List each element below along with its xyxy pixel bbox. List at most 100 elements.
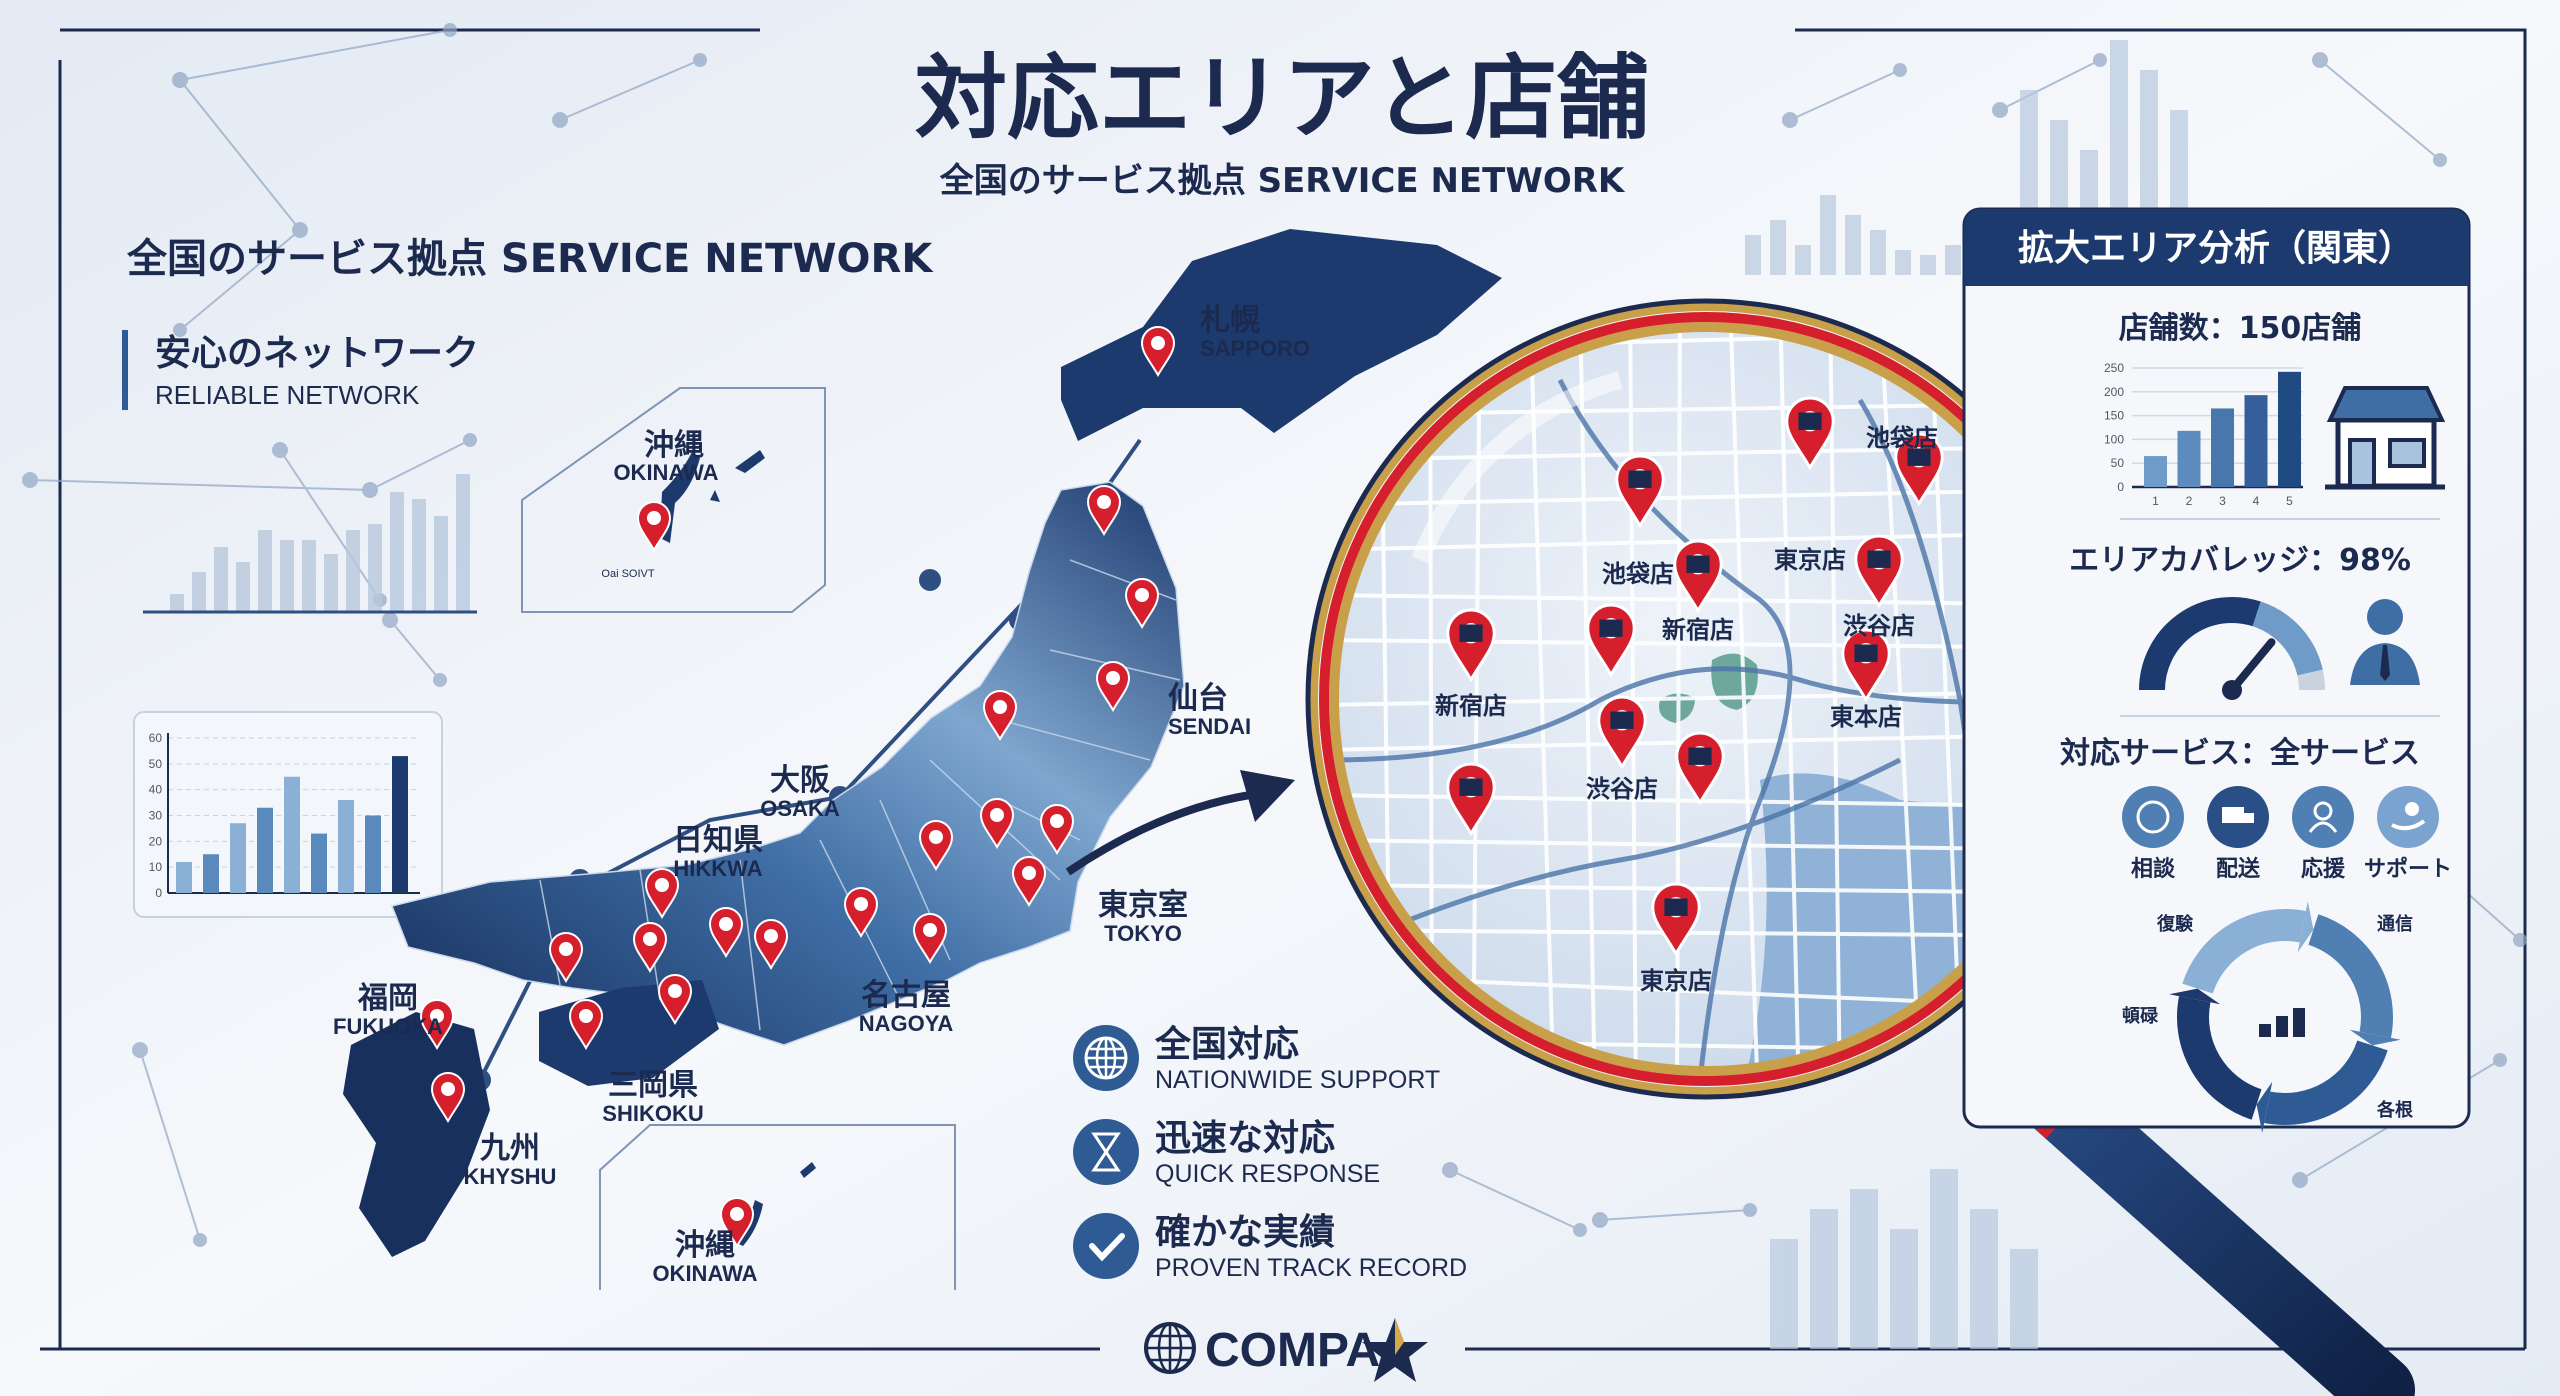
feature-title-jp: 確かな実績 [1155, 1212, 1335, 1253]
truck-icon [2207, 786, 2269, 848]
x-tick-label: 3 [2219, 494, 2226, 508]
city-label-jp: 札幌 [1200, 303, 1260, 338]
bar [2211, 408, 2234, 487]
x-tick-label: 5 [2286, 494, 2293, 508]
bar [338, 800, 354, 893]
map-pin-icon [548, 932, 584, 984]
store-label: 渋谷店 [1843, 612, 1915, 640]
okinawa-inset: 沖縄 OKINAWA Oai SOIVT [521, 387, 826, 613]
map-pin-icon [568, 999, 604, 1051]
y-tick-label: 150 [2104, 409, 2124, 423]
bar [311, 833, 327, 893]
x-tick-label: 2 [2186, 494, 2193, 508]
city-label-jp: 東京室 [1098, 888, 1188, 923]
bar [2278, 371, 2301, 487]
y-tick-label: 200 [2104, 385, 2124, 399]
map-pin-icon [632, 922, 668, 974]
map-pin-icon [843, 887, 879, 939]
city-label-en: NAGOYA [859, 1011, 954, 1036]
service-person: 応援 [2292, 786, 2354, 882]
city-label-jp: 名古屋 [861, 978, 951, 1013]
city-label-en: OKINAWA [652, 1261, 757, 1286]
city-label-en: SHIKOKU [602, 1101, 703, 1126]
section-accent-bar [122, 330, 128, 410]
map-pin-icon [644, 868, 680, 920]
map-pin-icon [657, 974, 693, 1026]
bar [257, 807, 273, 893]
map-pin-icon [979, 798, 1015, 850]
zoom-arrow [1065, 770, 1295, 876]
city-label-jp: 九州 [480, 1131, 540, 1166]
japan-map [343, 229, 1502, 1257]
bar [203, 854, 219, 893]
service-label: 配送 [2216, 856, 2260, 882]
section-title-en: RELIABLE NETWORK [155, 380, 420, 410]
y-tick-label: 30 [149, 809, 163, 823]
store-pin-icon [1615, 454, 1665, 529]
map-pin-icon [708, 907, 744, 959]
page-subtitle: 全国のサービス拠点 SERVICE NETWORK [939, 161, 1626, 201]
feature-title-en: NATIONWIDE SUPPORT [1155, 1066, 1440, 1094]
service-truck: 配送 [2207, 786, 2269, 882]
x-tick-label: 4 [2253, 494, 2260, 508]
city-label-en: TOKYO [1104, 921, 1182, 946]
inset-frame [521, 387, 826, 613]
city-label-en: HIKKWA [673, 856, 762, 881]
store-pin-icon [1651, 882, 1701, 957]
cycle-arrow [2307, 914, 2393, 1038]
bar [284, 776, 300, 893]
cycle-arrow [2182, 909, 2306, 995]
feature-title-jp: 全国対応 [1154, 1023, 1299, 1065]
okinawa-islands-bottom [730, 1162, 816, 1246]
store-label: 池袋店 [1866, 424, 1938, 452]
map-pin-icon [636, 501, 672, 553]
inset-small-label: Oai SOIVT [601, 568, 654, 580]
y-tick-label: 0 [155, 886, 162, 900]
store-pin-icon [1586, 603, 1636, 678]
frame-lines [40, 28, 2527, 1351]
hourglass-icon [1073, 1119, 1139, 1185]
store-count: 店舗数：150店舗 [2119, 311, 2362, 346]
section-title-jp: 安心のネットワーク [155, 333, 479, 374]
bar [176, 862, 192, 893]
city-label-en: SENDAI [1168, 714, 1251, 739]
honshu [390, 481, 1185, 1046]
coverage-label: エリアカバレッジ：98% [2069, 543, 2411, 578]
store-pin-icon [1446, 608, 1496, 683]
y-tick-label: 100 [2104, 432, 2124, 446]
store-icon [2325, 386, 2446, 490]
service-label: サポート [2364, 856, 2452, 882]
bar [2144, 456, 2167, 487]
city-label-en: FUKUOKA [333, 1014, 443, 1039]
y-tick-label: 50 [149, 757, 163, 771]
compa-logo: COMPA [1144, 1318, 1428, 1382]
city-label-jp: 日知県 [673, 823, 763, 858]
service-hand-coin: サポート [2364, 786, 2452, 882]
cycle-label: 頓碌 [2122, 1005, 2159, 1027]
store-label: 渋谷店 [1586, 775, 1658, 803]
cycle-label: 復験 [2156, 913, 2194, 935]
inset-label-en: OKINAWA [613, 460, 718, 485]
city-label-jp: 大阪 [770, 763, 830, 798]
service-label: 応援 [2301, 856, 2346, 882]
y-tick-label: 250 [2104, 361, 2124, 375]
city-label-en: KHYSHU [464, 1164, 557, 1189]
cycle-arrow [2264, 1039, 2388, 1125]
lens-glare [1411, 371, 1623, 564]
map-pin-icon [753, 919, 789, 971]
cycle-label: 通信 [2377, 913, 2413, 935]
store-pin-icon [1841, 628, 1891, 703]
feature-title-jp: 迅速な対応 [1155, 1118, 1335, 1159]
city-label-jp: 沖縄 [675, 1228, 735, 1263]
hokkaido [1061, 229, 1502, 441]
city-label-jp: 福岡 [357, 981, 418, 1016]
map-pin-icon [1086, 485, 1122, 537]
y-tick-label: 10 [149, 860, 163, 874]
growth-chart-icon [2259, 1008, 2305, 1037]
y-tick-label: 20 [149, 834, 163, 848]
